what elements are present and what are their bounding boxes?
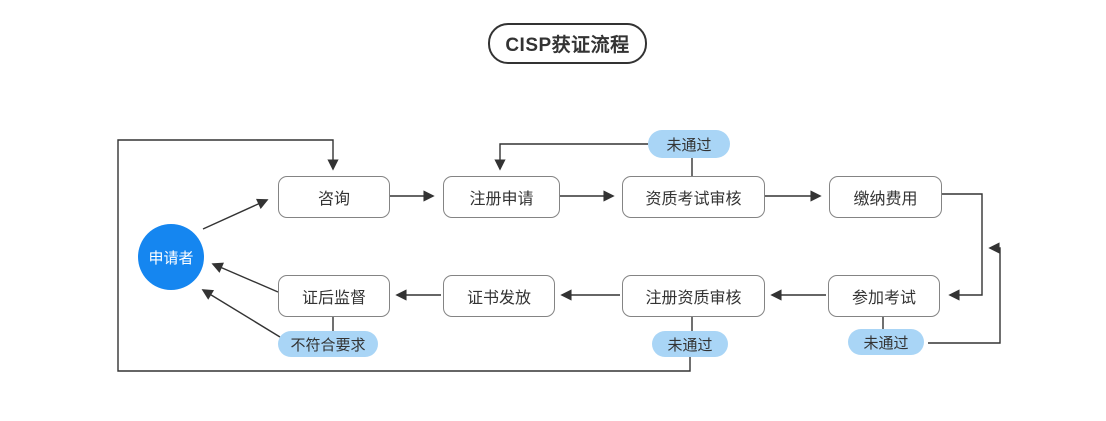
diagram-title: CISP获证流程 [488,23,647,64]
badge-not-qualified: 不符合要求 [278,331,378,357]
applicant-node: 申请者 [138,224,204,290]
badge-exam-review-fail: 未通过 [648,130,730,158]
arrow-not-qualified-to-applicant [201,289,281,338]
arrow-fail-badge-to-register [494,143,648,171]
node-certificate-issuance: 证书发放 [443,275,555,317]
badge-reg-review-fail: 未通过 [652,331,728,357]
node-pay-fee: 缴纳费用 [829,176,942,218]
arrow-pay-to-exam [941,193,983,301]
node-register-application: 注册申请 [443,176,560,218]
arrow-applicant-to-consult [202,198,269,230]
node-qualification-exam-review: 资质考试审核 [622,176,765,218]
node-take-exam: 参加考试 [828,275,940,317]
node-registration-qualification-review: 注册资质审核 [622,275,765,317]
badge-exam-fail: 未通过 [848,329,924,355]
arrow-supervision-to-applicant [211,262,279,293]
node-consult: 咨询 [278,176,390,218]
node-post-cert-supervision: 证后监督 [278,275,390,317]
